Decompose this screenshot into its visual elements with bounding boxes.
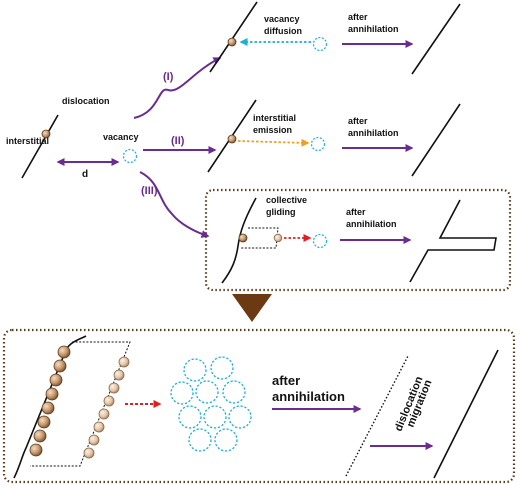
- glided-interstitial: [273, 233, 283, 243]
- glided-interstitial: [103, 395, 115, 407]
- glided-interstitial: [83, 447, 95, 459]
- glided-interstitial: [93, 421, 105, 433]
- vacancy-site: [228, 405, 252, 429]
- vacancy-site: [203, 405, 227, 429]
- path-arrow-1: [133, 57, 222, 119]
- dislocation-line-result: [411, 103, 461, 177]
- label-vacancy-diffusion-2: diffusion: [264, 26, 302, 36]
- vacancy-site: [183, 358, 207, 382]
- vacancy-site: [312, 36, 328, 52]
- interstitial-atom: [37, 415, 51, 429]
- label-vacancy-diffusion-1: vacancy: [264, 14, 300, 24]
- vacancy-site: [195, 380, 219, 404]
- initial-configuration: interstitial dislocation vacancy d: [6, 96, 139, 180]
- interstitial-atom: [29, 443, 43, 457]
- vacancy-site: [170, 381, 194, 405]
- label-path-1: (I): [163, 71, 174, 83]
- dislocation-line: [21, 114, 59, 179]
- interstitial-atom: [57, 345, 71, 359]
- glided-interstitial: [108, 382, 120, 394]
- interstitial-emission-arrow: [237, 138, 310, 147]
- interstitial-atom: [227, 134, 237, 144]
- label-interstitial: interstitial: [6, 136, 49, 146]
- glided-interstitial: [98, 408, 110, 420]
- glided-interstitial: [88, 434, 100, 446]
- vacancy-site: [122, 148, 138, 164]
- label-path-2: (II): [171, 135, 185, 147]
- interstitial-atom: [238, 233, 248, 243]
- interstitial-column: [29, 345, 71, 457]
- vacancy-site: [222, 380, 246, 404]
- bottom-panel: after annihilation dislocation migration: [2, 328, 516, 484]
- dislocation-line-result: [411, 3, 461, 75]
- vacancy-site: [214, 428, 238, 452]
- row-interstitial-emission: interstitial emission after annihilation: [207, 99, 461, 177]
- row-vacancy-diffusion: vacancy diffusion after annihilation: [209, 1, 461, 75]
- dislocation-line: [209, 1, 258, 73]
- glided-interstitial-column: [83, 356, 130, 459]
- interstitial-atom: [33, 429, 47, 443]
- label-collective-gliding-1: collective: [266, 195, 307, 205]
- label-vacancy: vacancy: [103, 132, 139, 142]
- label-after: after: [272, 373, 300, 388]
- interstitial-atom: [49, 373, 63, 387]
- interstitial-atom: [41, 401, 55, 415]
- dislocation-with-step: [409, 199, 497, 283]
- bottom-frame: [2, 328, 516, 484]
- label-annihilation: annihilation: [348, 24, 399, 34]
- original-dislocation-dotted: [345, 355, 409, 477]
- vacancy-site: [310, 136, 326, 152]
- vacancy-site: [312, 233, 328, 249]
- interstitial-atom: [41, 129, 51, 139]
- vacancy-site: [210, 356, 234, 380]
- label-collective-gliding-2: gliding: [266, 207, 296, 217]
- label-dislocation: dislocation: [62, 96, 110, 106]
- path-arrow-3: [139, 171, 210, 238]
- label-after: after: [348, 12, 368, 22]
- interstitial-atom: [53, 359, 67, 373]
- glided-interstitial: [113, 369, 125, 381]
- vacancy-cluster: [170, 356, 252, 452]
- vacancy-site: [178, 405, 202, 429]
- label-path-3: (III): [141, 185, 158, 197]
- collective-gliding-frame: [204, 188, 512, 292]
- label-distance-d: d: [82, 169, 88, 180]
- vacancy-site: [188, 428, 212, 452]
- label-interstitial-emission-1: interstitial: [253, 113, 296, 123]
- label-interstitial-emission-2: emission: [253, 125, 292, 135]
- label-annihilation: annihilation: [272, 389, 345, 404]
- label-annihilation: annihilation: [348, 128, 399, 138]
- row-collective-gliding: collective gliding after annihilation: [204, 188, 512, 292]
- glided-interstitial: [118, 356, 130, 368]
- down-arrow: [232, 294, 272, 322]
- interstitial-atom: [227, 37, 237, 47]
- dislocation-line: [13, 335, 87, 479]
- dislocation-line: [221, 197, 257, 284]
- label-annihilation: annihilation: [346, 219, 397, 229]
- label-after: after: [348, 116, 368, 126]
- interstitial-atom: [45, 387, 59, 401]
- branch-paths: (I) (II) (III): [133, 57, 222, 238]
- migrated-dislocation: [433, 349, 499, 479]
- label-after: after: [346, 207, 366, 217]
- glide-loop-outline: [30, 341, 131, 467]
